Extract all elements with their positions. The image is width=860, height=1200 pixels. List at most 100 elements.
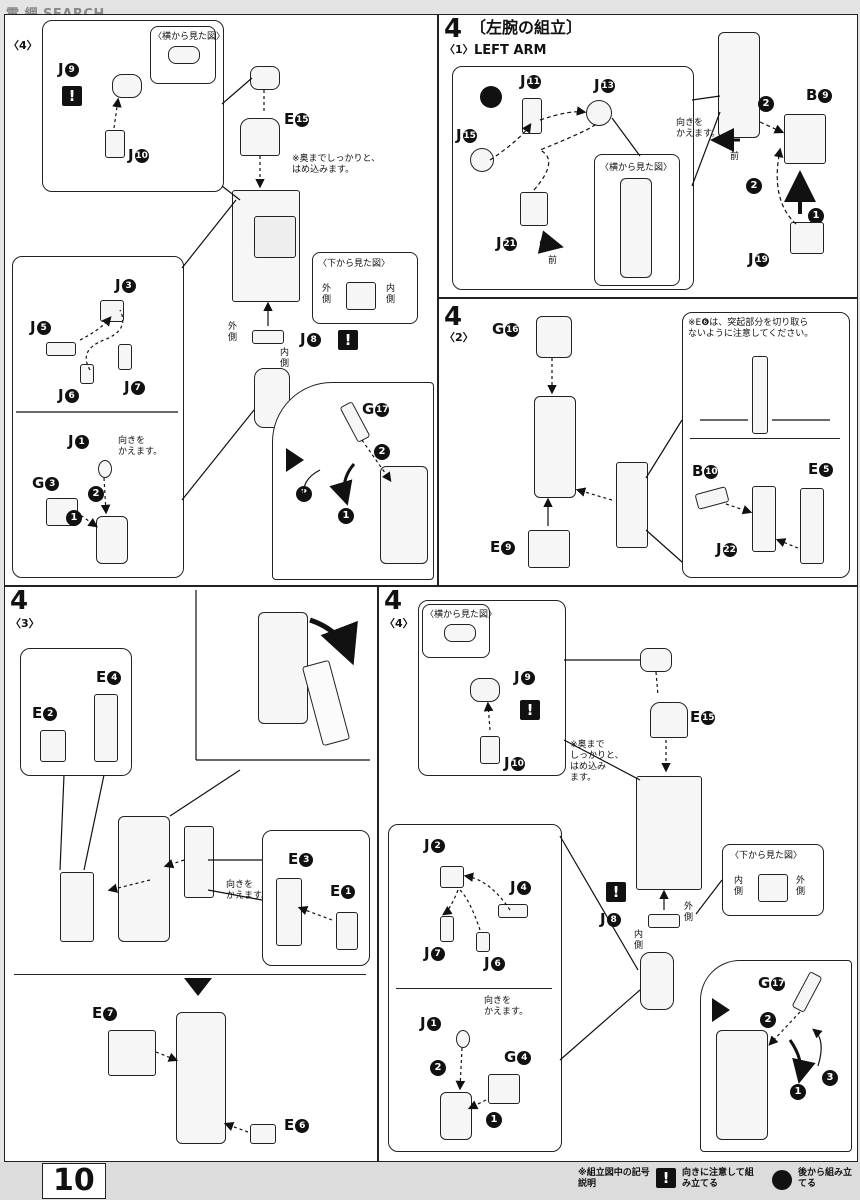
page-number: 10 <box>42 1163 106 1199</box>
label-inner-2: 内 側 <box>634 930 644 951</box>
warn-icon: ! <box>520 700 540 720</box>
legend-back: 後から組み立てる <box>798 1168 853 1189</box>
part-e15 <box>240 118 280 156</box>
part-j6 <box>80 364 94 384</box>
part-e9 <box>528 530 570 568</box>
part-top-cap-b <box>640 648 672 672</box>
title-jp: 〔左腕の組立〕 <box>470 18 583 37</box>
part-e15-b <box>650 702 688 738</box>
part-hand-assembly-b <box>716 1030 768 1140</box>
part-j1-b <box>456 1030 470 1048</box>
down-arrow <box>184 978 212 996</box>
side-view-label: 〈横から見た図〉 <box>153 32 226 42</box>
part-e6 <box>250 1124 276 1144</box>
panel-tag: 〈3〉 <box>10 617 40 630</box>
step-2: 2 <box>746 178 762 194</box>
part-j1 <box>98 460 112 478</box>
legend-title: ※組立図中の記号説明 <box>578 1168 650 1189</box>
part-e2 <box>40 730 66 762</box>
part-j9 <box>112 74 142 98</box>
step-number: 4 <box>444 14 463 44</box>
part-hand-small-b <box>440 1092 472 1140</box>
part-j11 <box>522 98 542 134</box>
part-hand-small <box>96 516 128 564</box>
part-e2-assembled <box>60 872 94 942</box>
part-hand-assembly <box>380 466 428 564</box>
step-1: 1 <box>66 510 82 526</box>
label-inner: 内 側 <box>386 284 396 305</box>
panel-tag: 〈4〉 <box>384 617 414 630</box>
part-e3-assembled <box>184 826 214 898</box>
part-j6-b <box>476 932 490 952</box>
divider <box>14 974 366 975</box>
step-3: 3 <box>296 486 312 502</box>
label-outer-2: 外 側 <box>684 902 694 923</box>
part-upper-arm <box>718 32 760 138</box>
note-turn: 向きを かえます。 <box>676 118 721 139</box>
step-2: 2 <box>88 486 104 502</box>
part-j10-b <box>480 736 500 764</box>
bottom-view-label: 〈下から見た図〉 <box>730 851 803 861</box>
step-2: 2 <box>374 444 390 460</box>
part-j13 <box>586 100 612 126</box>
part-side-view-arm <box>620 178 652 278</box>
part-j5 <box>46 342 76 356</box>
part-e6-detail <box>752 356 768 434</box>
label-front: 前 <box>548 256 558 266</box>
part-bottom-square-b <box>758 874 788 902</box>
footer <box>0 1162 860 1200</box>
warn-icon: ! <box>656 1168 676 1188</box>
part-j22 <box>752 486 776 552</box>
step-2: 2 <box>760 1012 776 1028</box>
part-j9-b <box>470 678 500 702</box>
back-assembly-icon <box>480 86 502 108</box>
part-g16 <box>536 316 572 358</box>
part-b9 <box>784 114 826 164</box>
note-turn: 向きを かえます。 <box>118 436 163 457</box>
step-3: 3 <box>822 1070 838 1086</box>
step-1: 1 <box>808 208 824 224</box>
step-2: 2 <box>430 1060 446 1076</box>
side-view-label: 〈横から見た図〉 <box>600 163 673 173</box>
label-front-2: 前 <box>730 152 740 162</box>
panel-tag: 〈1〉 <box>444 43 474 56</box>
part-j8-b <box>648 914 680 928</box>
part-e4 <box>94 694 118 762</box>
part-j21 <box>520 192 548 226</box>
legend-warn: 向きに注意して組み立てる <box>682 1168 754 1189</box>
step-1: 1 <box>338 508 354 524</box>
callout-bottom-view-b <box>722 844 824 916</box>
part-arm-side <box>616 462 648 548</box>
title-en: LEFT ARM <box>474 43 547 58</box>
label-inner-2: 内 側 <box>280 348 290 369</box>
warn-icon: ! <box>338 330 358 350</box>
part-j10 <box>105 130 125 158</box>
note-insert: ※奥まで しっかりと、 はめ込み ます。 <box>570 740 624 783</box>
part-j8 <box>252 330 284 344</box>
step-2: 2 <box>758 96 774 112</box>
step-number: 4 <box>384 586 403 616</box>
part-forearm-b <box>636 776 702 890</box>
label-outer: 外 側 <box>796 876 806 897</box>
part-e3 <box>276 878 302 946</box>
warn-icon: ! <box>62 86 82 106</box>
